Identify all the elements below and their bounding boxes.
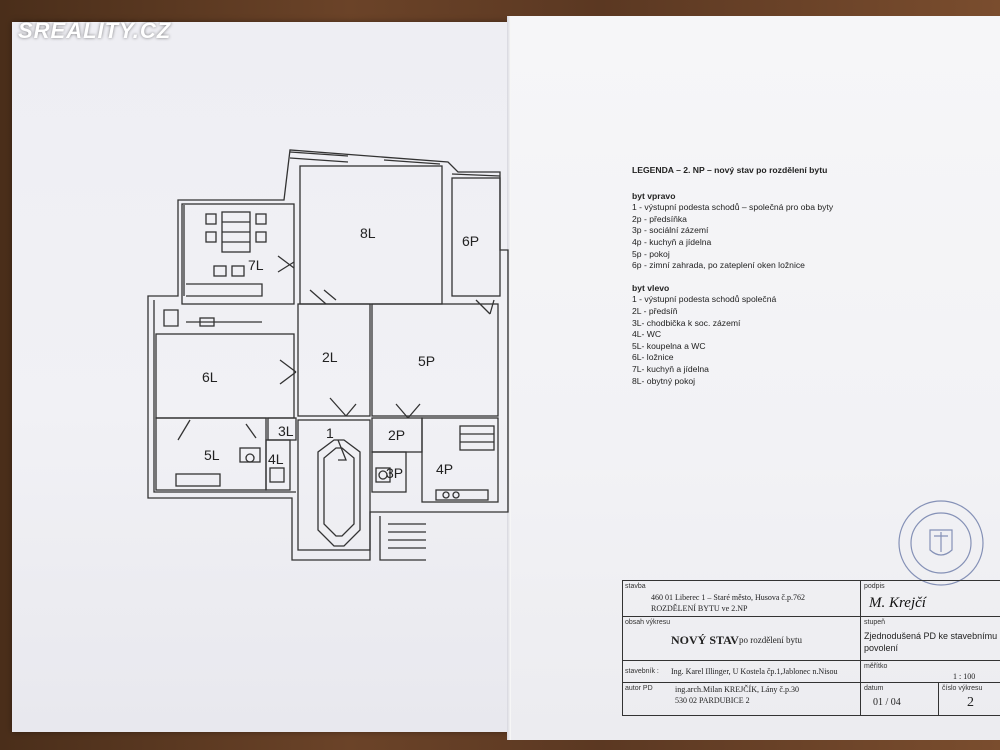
signature: M. Krejčí [869, 595, 926, 611]
legend-left-heading: byt vlevo [632, 282, 670, 293]
legend-item: 1 - výstupní podesta schodů – společná p… [632, 202, 834, 213]
autor-line1: ing.arch.Milan KREJČÍK, Lány č.p.30 [675, 685, 799, 694]
legend-item: 1 - výstupní podesta schodů společná [632, 294, 777, 305]
sheet-fold [507, 16, 511, 740]
room-label-6p: 6P [462, 233, 479, 249]
datum-value: 01 / 04 [873, 697, 901, 708]
room-label-5l: 5L [204, 447, 220, 463]
room-label-4l: 4L [268, 451, 284, 467]
legend-right-heading: byt vpravo [632, 190, 676, 201]
label-cislo: číslo výkresu [942, 685, 983, 692]
legend-item: 8L- obytný pokoj [632, 375, 696, 386]
stavba-subject: ROZDĚLENÍ BYTU ve 2.NP [651, 604, 748, 613]
obsah-title: NOVÝ STAV [671, 633, 739, 647]
stavba-address: 460 01 Liberec 1 – Staré město, Husova č… [651, 593, 805, 602]
watermark-logo: SREALITY.CZ [18, 18, 172, 43]
floor-plan: 8L 6P 7L 2L 5P 6L 5L 3L 1 2P 4L 3P 4P [147, 149, 509, 561]
room-label-6l: 6L [202, 369, 218, 385]
room-label-3l: 3L [278, 423, 294, 439]
architect-stamp [898, 500, 984, 586]
legend-item: 4p - kuchyň a jídelna [632, 236, 712, 247]
room-label-4p: 4P [436, 461, 453, 477]
label-stavebnik: stavebník : [625, 668, 659, 675]
legend-title: LEGENDA – 2. NP – nový stav po rozdělení… [632, 165, 828, 175]
stupen-line2: povolení [864, 643, 899, 653]
legend-item: 5p - pokoj [632, 248, 670, 259]
label-podpis: podpis [864, 583, 885, 590]
stavebnik-value: Ing. Karel Illinger, U Kostela čp.1,Jabl… [671, 667, 838, 676]
label-datum: datum [864, 685, 884, 692]
legend-item: 2p - předsíňka [632, 213, 687, 224]
cislo-value: 2 [967, 695, 974, 710]
autor-line2: 530 02 PARDUBICE 2 [675, 696, 750, 705]
legend-item: 6L- ložnice [632, 352, 674, 363]
room-label-2p: 2P [388, 427, 405, 443]
legend-item: 3L- chodbička k soc. zázemí [632, 317, 741, 328]
room-label-3p: 3P [386, 465, 403, 481]
drawing-sheet-left [12, 22, 512, 732]
legend-item: 7L- kuchyň a jídelna [632, 363, 709, 374]
room-label-1: 1 [326, 425, 334, 441]
legend-item: 2L - předsíň [632, 305, 678, 316]
legend-item: 4L- WC [632, 329, 662, 340]
label-stupen: stupeň [864, 619, 886, 626]
legend-item: 5L- koupelna a WC [632, 340, 706, 351]
stupen-line1: Zjednodušená PD ke stavebnímu [864, 631, 998, 641]
room-label-2l: 2L [322, 349, 338, 365]
legend-item: 3p - sociální zázemí [632, 225, 709, 236]
drawing-sheet-right [508, 16, 1000, 740]
legend: LEGENDA – 2. NP – nový stav po rozdělení… [632, 165, 932, 387]
label-meritko: měřítko [864, 663, 888, 670]
room-label-7l: 7L [248, 257, 264, 273]
obsah-subtitle: po rozdělení bytu [739, 635, 802, 645]
meritko-value: 1 : 100 [953, 672, 976, 681]
legend-item: 6p - zimní zahrada, po zateplení oken lo… [632, 260, 805, 271]
label-autor: autor PD [625, 685, 653, 692]
room-label-8l: 8L [360, 225, 376, 241]
room-label-5p: 5P [418, 353, 435, 369]
label-stavba: stavba [625, 583, 646, 590]
title-block: stavba 460 01 Liberec 1 – Staré město, H… [622, 580, 1000, 716]
label-obsah: obsah výkresu [625, 619, 671, 626]
